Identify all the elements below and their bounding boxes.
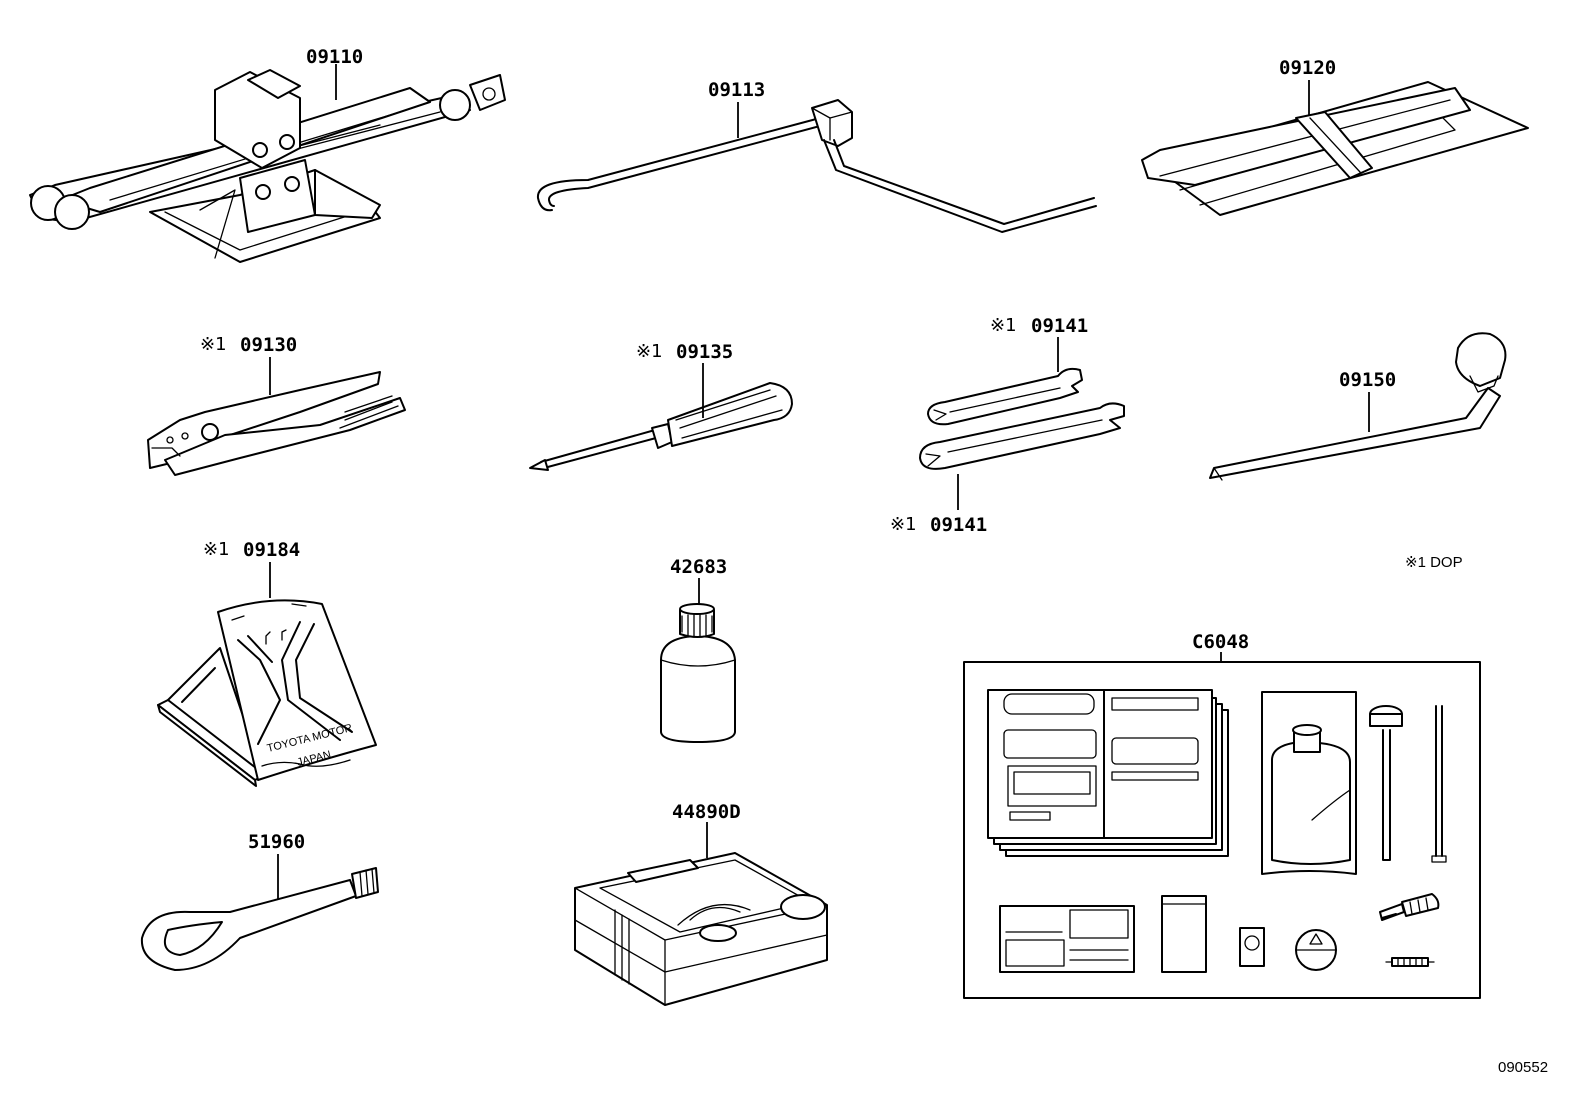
part-label-09113: 09113: [708, 79, 765, 101]
wrench-lower-illustration: [919, 402, 1125, 470]
dop-mark-09130: ※1: [200, 334, 227, 355]
compressor-illustration: [574, 852, 828, 1006]
part-label-09120: 09120: [1279, 57, 1336, 79]
part-label-09141-lower: 09141: [930, 514, 987, 536]
towing-eye-illustration: [140, 867, 379, 971]
jack-illustration: [29, 69, 506, 263]
part-label-42683: 42683: [670, 556, 727, 578]
jack-handle-illustration: [536, 99, 1097, 233]
part-label-09135: 09135: [676, 341, 733, 363]
wrench-upper-illustration: [927, 367, 1083, 426]
dop-mark-09141-upper: ※1: [990, 315, 1017, 336]
screwdriver-illustration: [529, 382, 793, 471]
dop-mark-09141-lower: ※1: [890, 514, 917, 535]
part-label-09110: 09110: [306, 46, 363, 68]
part-label-44890D: 44890D: [672, 801, 741, 823]
part-label-09141-upper: 09141: [1031, 315, 1088, 337]
lug-wrench-illustration: [1209, 332, 1507, 481]
part-label-09130: 09130: [240, 334, 297, 356]
dop-mark-09184: ※1: [203, 539, 230, 560]
part-label-C6048: C6048: [1192, 631, 1249, 653]
dop-legend: ※1 DOP: [1405, 554, 1463, 571]
dop-mark-09135: ※1: [636, 341, 663, 362]
repair-kit-illustration: [963, 661, 1481, 999]
pliers-illustration: [147, 371, 406, 476]
part-label-09184: 09184: [243, 539, 300, 561]
part-label-09150: 09150: [1339, 369, 1396, 391]
part-label-51960: 51960: [248, 831, 305, 853]
tool-bag-illustration: [1141, 81, 1529, 216]
drawing-number: 090552: [1498, 1059, 1548, 1076]
warning-plate-illustration: [157, 599, 377, 787]
sealant-bottle-illustration: [660, 603, 736, 743]
